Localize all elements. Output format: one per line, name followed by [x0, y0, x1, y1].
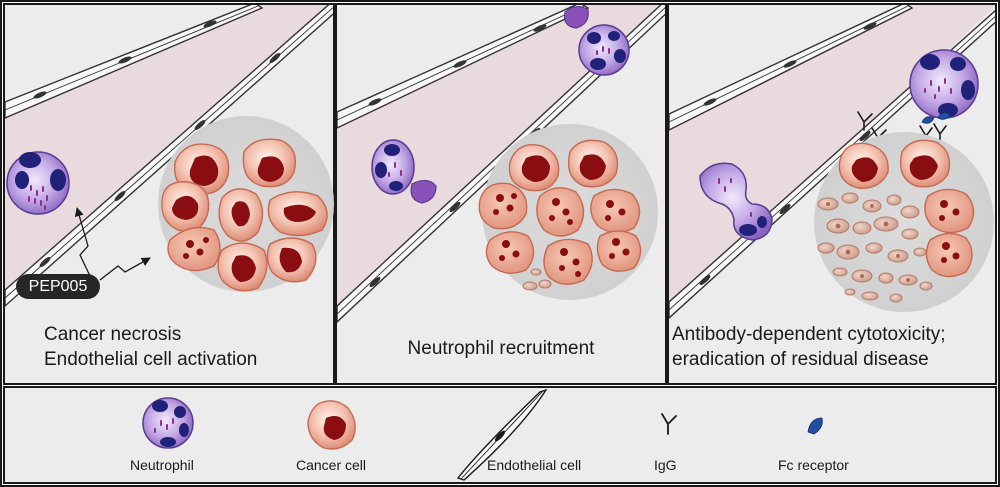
panel-3-caption: Antibody-dependent cytotoxicity; eradica… — [672, 322, 946, 372]
neutrophil-extravasated — [563, 5, 630, 76]
panel-1-caption: Cancer necrosis Endothelial cell activat… — [44, 322, 257, 372]
caption-line: Cancer necrosis — [44, 324, 182, 345]
cancer-cluster — [817, 139, 975, 303]
endothelial-wall-upper — [5, 3, 262, 118]
legend-label-cancer-cell: Cancer cell — [296, 457, 367, 473]
neutrophil-transmigrating — [699, 162, 773, 241]
legend-label-fc-receptor: Fc receptor — [778, 457, 849, 473]
legend-label-neutrophil: Neutrophil — [130, 457, 194, 473]
caption-line: Neutrophil recruitment — [407, 338, 595, 359]
neutrophil-adhering — [371, 139, 437, 204]
neutrophil-in-vessel — [6, 151, 70, 215]
legend-neutrophil-icon — [142, 397, 194, 449]
legend-igg-icon — [661, 413, 677, 435]
endothelial-wall-upper — [337, 5, 590, 129]
endothelial-wall-lower — [5, 0, 340, 306]
panel-1 — [5, 0, 340, 306]
cancer-cluster — [161, 138, 328, 292]
caption-line: Antibody-dependent cytotoxicity; — [672, 324, 946, 345]
drug-arrows — [74, 207, 151, 281]
drug-label: PEP005 — [16, 274, 100, 299]
legend-cancer-cell-icon — [307, 400, 356, 450]
caption-line: eradication of residual disease — [672, 349, 929, 370]
cancer-cluster — [478, 139, 642, 291]
endothelial-wall-upper — [669, 5, 914, 131]
legend-fc-receptor-icon — [807, 417, 823, 435]
caption-line: Endothelial cell activation — [44, 349, 258, 370]
panel-2-caption: Neutrophil recruitment — [336, 336, 666, 361]
legend — [142, 388, 823, 481]
legend-label-igg: IgG — [654, 457, 677, 473]
panel-2 — [337, 5, 665, 323]
panel-3 — [669, 5, 995, 319]
neutrophil-fc-bound — [909, 49, 979, 124]
legend-label-endothelial-cell: Endothelial cell — [487, 457, 582, 473]
legend-endothelial-cell-icon — [456, 388, 548, 481]
